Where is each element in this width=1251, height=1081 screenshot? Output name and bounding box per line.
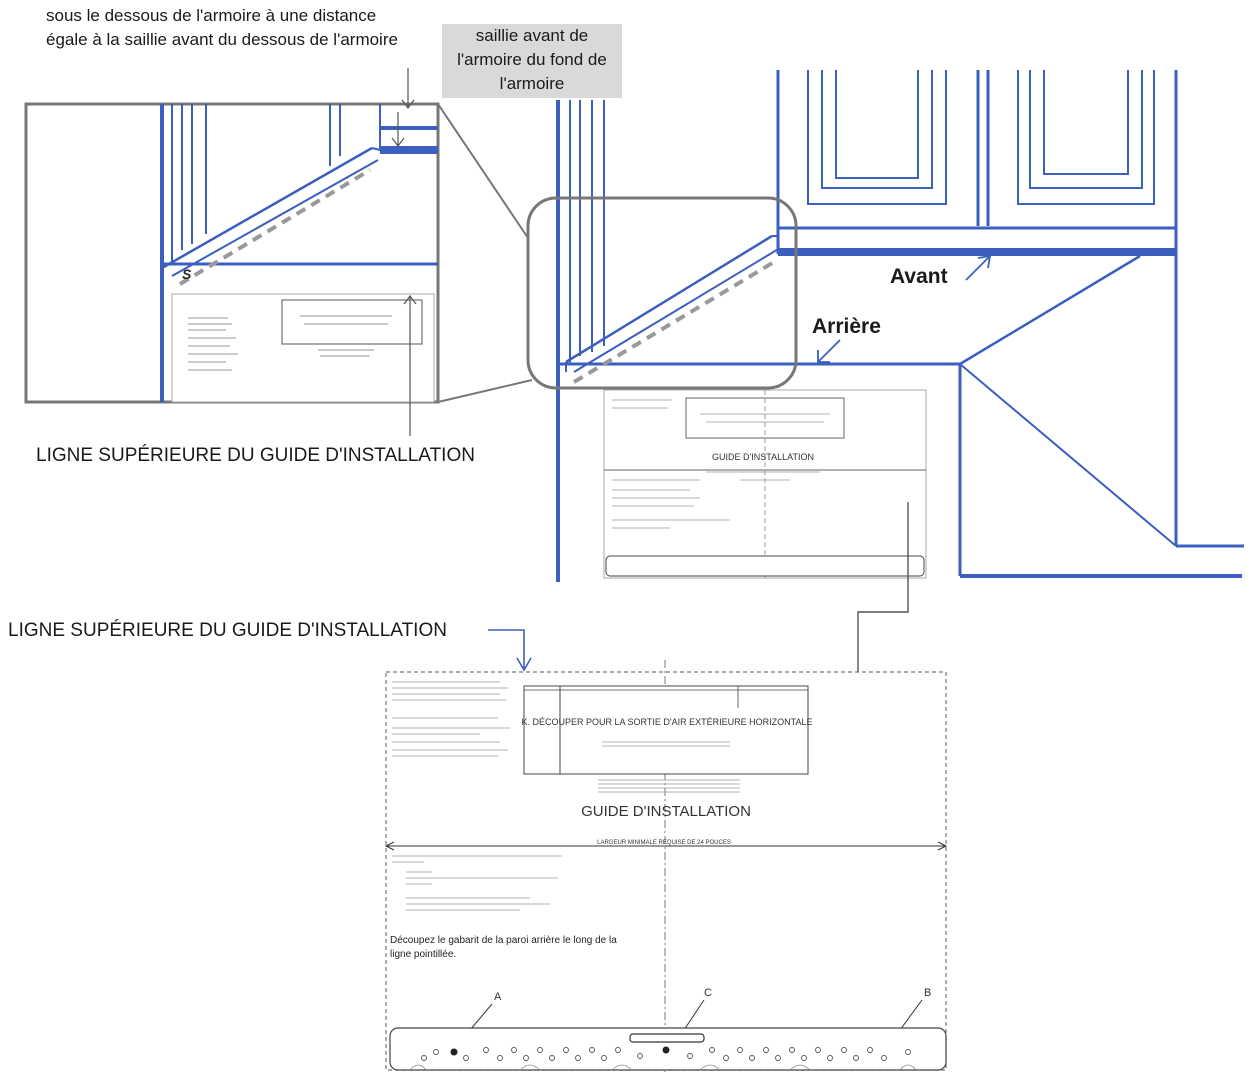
mounting-slot: [629, 1033, 705, 1043]
mounting-holes: [421, 1047, 911, 1061]
cabinet-scene: [556, 70, 1244, 582]
top-line-leader-2: [488, 629, 525, 668]
scene-dashed-line: [572, 260, 776, 384]
marker-c: C: [704, 987, 712, 999]
cutout-box: [523, 685, 809, 775]
callout-box: saillie avant de l'armoire du fond de l'…: [442, 24, 622, 98]
wall-guide-title: GUIDE D'INSTALLATION: [712, 452, 814, 462]
inset-guide-sheet: [171, 293, 435, 403]
hole-a: [450, 1048, 458, 1056]
back-label: Arrière: [812, 315, 881, 338]
magnifier-circle: [526, 196, 798, 390]
marker-b: B: [924, 987, 931, 999]
zoom-inset: S: [24, 68, 440, 436]
s-marker: S: [182, 266, 192, 282]
inset-cabinet-lines: [160, 104, 438, 402]
direction-arrows: [817, 254, 992, 363]
guide-fine-print: [392, 681, 562, 911]
top-guide-line-label-1: LIGNE SUPÉRIEURE DU GUIDE D'INSTALLATION: [36, 445, 475, 466]
enlarged-guide: K. DÉCOUPER POUR LA SORTIE D'AIR EXTÉRIE…: [384, 660, 948, 1072]
inset-dashed-line: [178, 168, 372, 286]
top-note: sous le dessous de l'armoire à une dista…: [46, 6, 398, 49]
wall-guide-sheet: GUIDE D'INSTALLATION: [603, 389, 927, 579]
hole-c: [662, 1046, 670, 1054]
top-guide-line-label-2: LIGNE SUPÉRIEURE DU GUIDE D'INSTALLATION: [8, 620, 447, 641]
cutout-text: K. DÉCOUPER POUR LA SORTIE D'AIR EXTÉRIE…: [522, 717, 813, 727]
magnifier-connector: [437, 103, 533, 403]
front-label: Avant: [890, 265, 948, 288]
guide-title: GUIDE D'INSTALLATION: [581, 803, 751, 820]
cut-instruction: Découpez le gabarit de la paroi arrière …: [390, 935, 617, 960]
guide-connector: [857, 502, 909, 718]
min-width-text: LARGEUR MINIMALE REQUISE DE 24 POUCES: [597, 840, 731, 846]
marker-a: A: [494, 991, 502, 1003]
